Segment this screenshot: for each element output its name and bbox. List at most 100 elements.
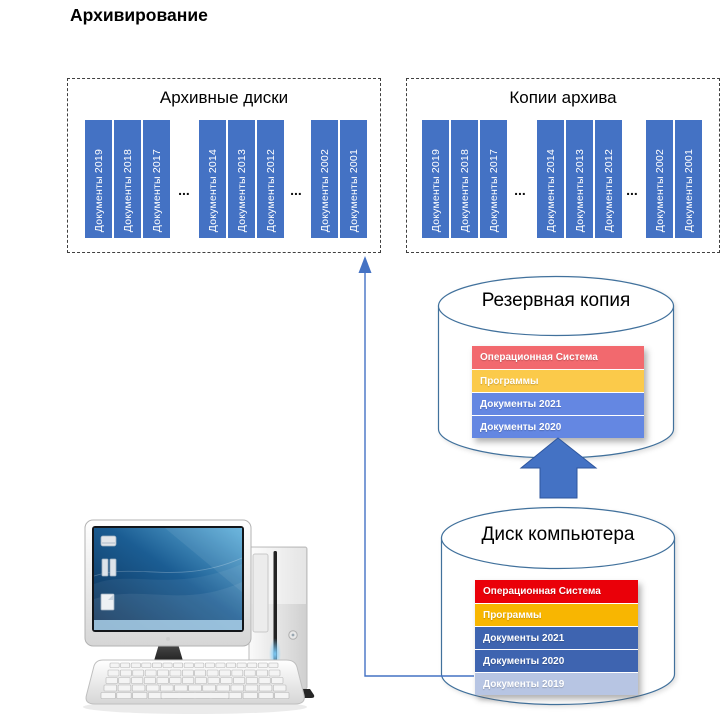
- archive-disk-bar: Документы 2001: [340, 120, 367, 238]
- archive-disk-bar: Документы 2012: [595, 120, 622, 238]
- archive-copies-bars: Документы 2019 Документы 2018 Документы 20…: [407, 120, 719, 238]
- keyboard-key: [268, 669, 281, 677]
- computer-disk-title: Диск компьютера: [481, 524, 635, 545]
- keyboard-key: [116, 692, 132, 699]
- archive-disk-label: Документы 2018: [121, 148, 134, 232]
- archive-disk-bar: Документы 2014: [199, 120, 226, 238]
- keyboard-key: [244, 684, 259, 692]
- keyboard-key: [173, 662, 184, 668]
- keyboard-key: [258, 692, 274, 699]
- keyboard-key: [132, 692, 148, 699]
- keyboard-key: [271, 677, 284, 684]
- keyboard-key: [143, 677, 156, 684]
- spacebar-key: [160, 692, 230, 699]
- archive-disk-bar: Документы 2017: [480, 120, 507, 238]
- keyboard-key: [236, 662, 247, 668]
- archive-disk-label: Документы 2018: [458, 148, 471, 232]
- keyboard-key: [194, 669, 206, 677]
- archive-disk-bar: Документы 2001: [675, 120, 702, 238]
- keyboard-key: [130, 662, 141, 668]
- keyboard-key: [148, 692, 164, 699]
- keyboard-key: [156, 677, 169, 684]
- keyboard-key: [182, 677, 195, 684]
- keyboard-key: [160, 684, 174, 692]
- ellipsis: ...: [514, 182, 526, 198]
- archive-disk-bar: Документы 2018: [114, 120, 141, 238]
- ellipsis: ...: [178, 182, 190, 198]
- keyboard-key: [169, 677, 182, 684]
- keyboard-key: [274, 692, 290, 699]
- monitor: [84, 519, 252, 647]
- backup-copy-title: Резервная копия: [481, 290, 631, 311]
- keyboard-key: [131, 684, 146, 692]
- keyboard-key: [194, 662, 205, 668]
- archive-disk-label: Документы 2002: [653, 148, 666, 232]
- keyboard-key: [272, 684, 287, 692]
- keyboard-key: [215, 662, 226, 668]
- keyboard-key: [146, 684, 160, 692]
- keyboard-key: [268, 662, 279, 668]
- archive-disk-label: Документы 2012: [264, 148, 277, 232]
- archive-disk-label: Документы 2002: [318, 148, 331, 232]
- stack-row: Документы 2019: [475, 672, 638, 695]
- stack-row: Операционная Система: [472, 346, 644, 369]
- archive-disk-bar: Документы 2014: [537, 120, 564, 238]
- keyboard-key: [183, 662, 194, 668]
- keyboard-key: [117, 684, 132, 692]
- archive-disk-label: Документы 2017: [487, 148, 500, 232]
- keyboard-key: [188, 684, 202, 692]
- keyboard-key: [131, 677, 144, 684]
- keyboard-key: [162, 662, 173, 668]
- archive-disk-label: Документы 2014: [544, 148, 557, 232]
- ellipsis: ...: [290, 182, 302, 198]
- archive-disk-label: Документы 2013: [573, 148, 586, 232]
- archive-disk-label: Документы 2001: [347, 148, 360, 232]
- keyboard-key: [220, 677, 233, 684]
- ellipsis: ...: [626, 182, 638, 198]
- connector-arrowhead-icon: [358, 256, 372, 273]
- archive-disk-label: Документы 2017: [150, 148, 163, 232]
- archive-disk-bar: Документы 2018: [451, 120, 478, 238]
- monitor-screen: [94, 528, 242, 630]
- archive-disk-label: Документы 2019: [429, 148, 442, 232]
- keyboard-key: [194, 677, 207, 684]
- taskbar-strip: [94, 620, 242, 630]
- archive-copies-title: Копии архива: [509, 88, 617, 107]
- archive-disk-bar: Документы 2019: [422, 120, 449, 238]
- stack-row: Документы 2020: [472, 415, 644, 438]
- archive-disk-label: Документы 2013: [235, 148, 248, 232]
- keyboard-key: [202, 684, 216, 692]
- keyboard-key: [247, 662, 258, 668]
- disk-group: Документы 2014 Документы 2013 Документы 20…: [199, 120, 284, 238]
- page-title: Архивирование: [70, 5, 208, 25]
- archive-disk-bar: Документы 2017: [143, 120, 170, 238]
- archive-disk-label: Документы 2014: [206, 148, 219, 232]
- keyboard-key: [258, 684, 273, 692]
- keyboard-key: [226, 692, 242, 699]
- keyboard-key: [120, 669, 132, 677]
- keyboard-key: [107, 669, 120, 677]
- keyboard-key: [230, 684, 244, 692]
- keyboard-key: [132, 669, 145, 677]
- keyboard-key: [226, 662, 236, 668]
- archive-disk-bar: Документы 2012: [257, 120, 284, 238]
- stack-row: Программы: [472, 369, 644, 392]
- desktop-computer-icon: [83, 519, 315, 714]
- archive-disk-bar: Документы 2002: [311, 120, 338, 238]
- desktop-icons: [100, 535, 117, 611]
- stack-row: Документы 2021: [475, 626, 638, 649]
- archive-disk-bar: Документы 2002: [646, 120, 673, 238]
- archive-disk-bar: Документы 2013: [228, 120, 255, 238]
- keyboard-key: [120, 662, 131, 668]
- keyboard-key: [141, 662, 152, 668]
- keyboard-key: [118, 677, 131, 684]
- keyboard-key: [233, 677, 246, 684]
- keyboard-key: [182, 669, 194, 677]
- stack-row: Документы 2021: [472, 392, 644, 415]
